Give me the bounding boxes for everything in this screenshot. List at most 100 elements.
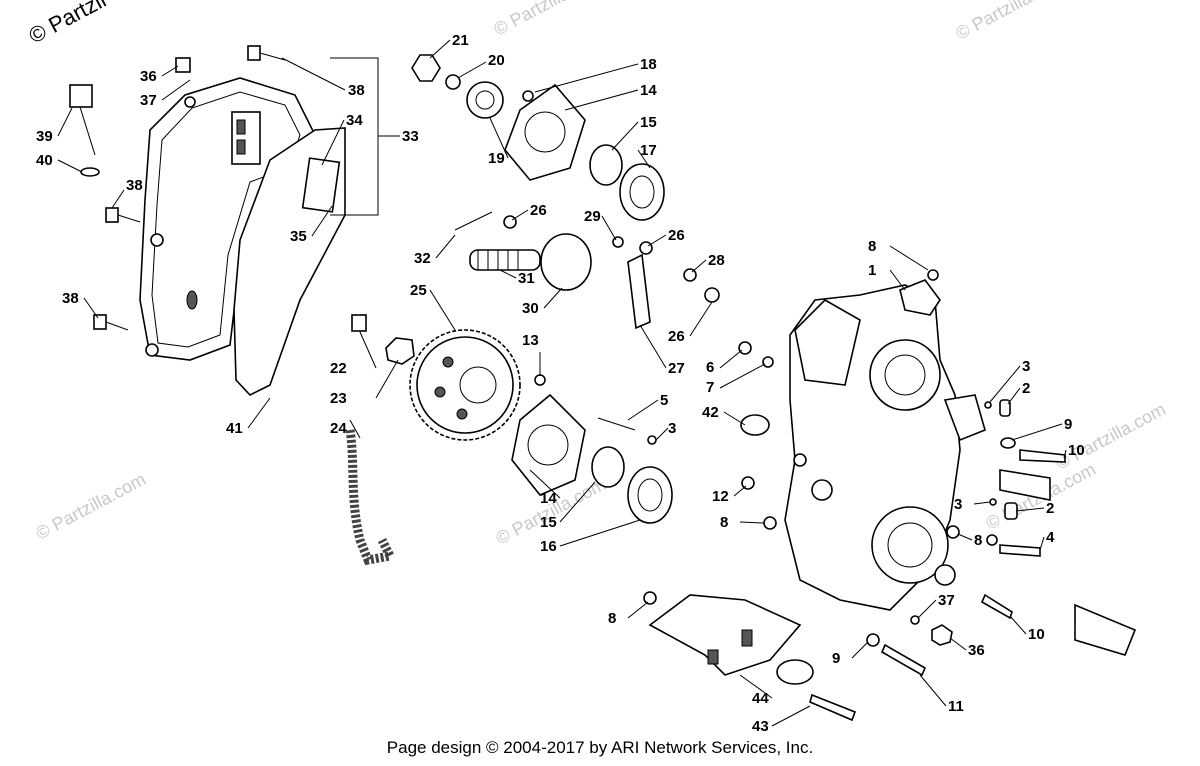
callout: 22 [330,331,377,377]
fill-plug [740,414,770,436]
callout: 24 [330,419,361,439]
svg-text:29: 29 [584,208,601,225]
svg-text:4: 4 [1046,529,1055,546]
callout: 9 [1011,416,1072,441]
svg-text:38: 38 [62,290,79,307]
callout: 16 [540,519,641,555]
svg-text:26: 26 [668,227,685,244]
callout: 3 [954,496,991,513]
watermark: © Partzilla.com [952,0,1068,44]
mount-bracket [643,591,857,722]
page-footer-credit: Page design © 2004-2017 by ARI Network S… [386,738,814,757]
callout: 8 [957,532,982,549]
svg-text:21: 21 [452,32,469,49]
callout: 10 [1063,442,1085,459]
svg-text:42: 42 [702,404,719,421]
svg-text:14: 14 [540,490,557,507]
sprocket-washer [385,337,415,365]
lower-drive-sprocket [409,329,521,441]
svg-text:2: 2 [1046,500,1054,517]
callout: 37 [140,79,191,109]
callout: 8 [868,238,929,271]
svg-text:37: 37 [140,92,157,109]
svg-text:8: 8 [868,238,876,255]
svg-text:7: 7 [706,379,714,396]
callout: 42 [702,404,746,426]
callout: 3 [655,420,676,441]
callout: 36 [949,637,985,659]
watermark-corner: © Partzil [25,0,110,48]
callout: 5 [627,392,668,421]
svg-text:5: 5 [660,392,668,409]
callout: 1 [868,262,906,291]
callout: 30 [522,287,563,317]
callout: 34 [321,112,363,166]
svg-text:17: 17 [640,142,657,159]
callout: 44 [739,674,773,707]
lower-bearing-plate [511,374,673,524]
callout-layer: 21 20 18 14 15 17 19 36 37 38 34 33 39 4… [36,32,1085,735]
callout: 8 [720,514,765,531]
svg-text:23: 23 [330,390,347,407]
svg-text:37: 37 [938,592,955,609]
drive-chain [345,429,397,566]
gearcase-housing [784,279,986,611]
svg-text:22: 22 [330,360,347,377]
svg-text:24: 24 [330,420,347,437]
svg-text:13: 13 [522,332,539,349]
callout: 19 [488,117,509,167]
svg-text:9: 9 [1064,416,1072,433]
callout: 23 [330,359,399,407]
svg-text:38: 38 [348,82,365,99]
svg-text:8: 8 [608,610,616,627]
svg-text:9: 9 [832,650,840,667]
svg-text:30: 30 [522,300,539,317]
svg-text:26: 26 [530,202,547,219]
callout: 28 [691,252,725,273]
svg-text:26: 26 [668,328,685,345]
drain-plug [175,57,191,73]
svg-text:6: 6 [706,359,714,376]
svg-text:20: 20 [488,52,505,69]
svg-text:40: 40 [36,152,53,169]
upper-sprocket-stack [411,54,665,221]
svg-text:36: 36 [140,68,157,85]
callout: 6 [706,349,743,376]
svg-text:31: 31 [518,270,535,287]
svg-text:10: 10 [1068,442,1085,459]
svg-text:33: 33 [402,128,419,145]
callout: 36 [140,65,179,85]
svg-text:3: 3 [668,420,676,437]
callout: 2 [1015,500,1054,517]
dipstick [69,84,100,177]
inspection-plate [301,157,341,213]
svg-text:15: 15 [540,514,557,531]
callout: 3 [989,358,1030,403]
callout: 9 [832,641,869,667]
callout: 35 [290,205,333,245]
callout: 15 [611,114,657,151]
callout: 26 [668,301,713,345]
callout: 38 [281,57,365,99]
svg-text:36: 36 [968,642,985,659]
svg-text:8: 8 [720,514,728,531]
svg-text:28: 28 [708,252,725,269]
watermark: © Partzilla.com [32,469,148,544]
callout: 41 [226,397,271,437]
watermark: © Partzilla.com [490,0,606,40]
chain-tensioner [454,211,720,330]
callout: 18 [534,56,657,93]
svg-text:12: 12 [712,488,729,505]
svg-text:34: 34 [346,112,363,129]
callout: 31 [499,269,535,287]
callout: 26 [647,227,685,247]
svg-text:10: 10 [1028,626,1045,643]
callout: 10 [1009,615,1045,643]
svg-text:19: 19 [488,150,505,167]
svg-text:35: 35 [290,228,307,245]
callout: 14 [564,82,657,111]
svg-text:43: 43 [752,718,769,735]
svg-text:27: 27 [668,360,685,377]
sprocket-bolt [351,314,367,332]
